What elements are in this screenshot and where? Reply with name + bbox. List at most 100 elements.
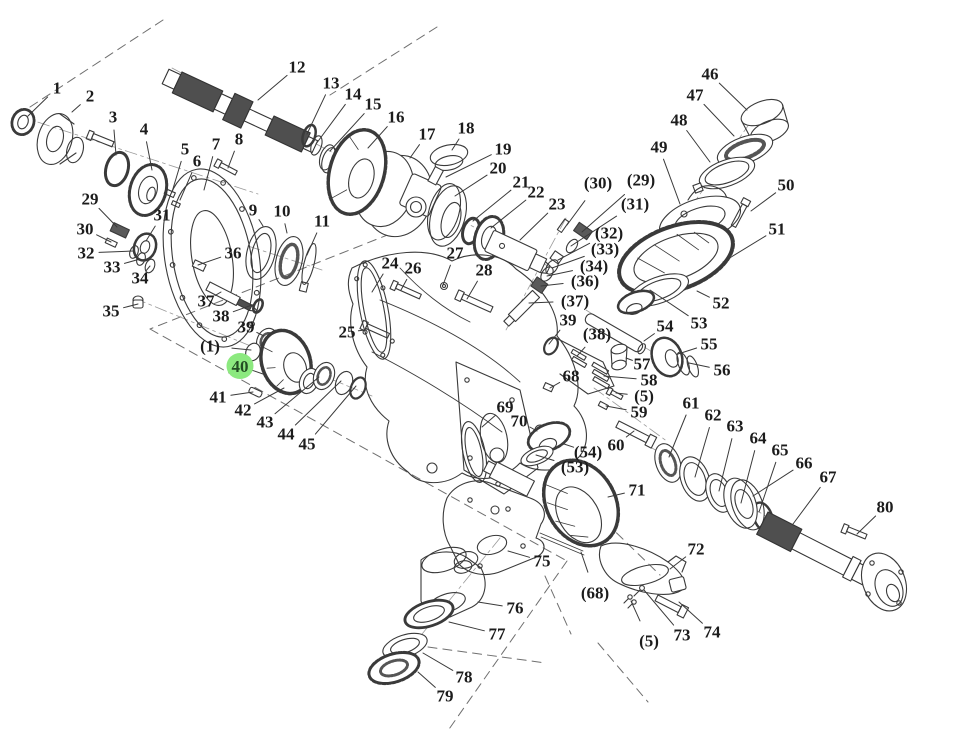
part-label-16[interactable]: 16 bbox=[387, 107, 405, 127]
part-label-78[interactable]: 78 bbox=[455, 667, 473, 687]
part-label-11[interactable]: 11 bbox=[313, 211, 331, 231]
part-label-54-ref[interactable]: (54) bbox=[573, 442, 603, 462]
part-label-46[interactable]: 46 bbox=[701, 64, 719, 84]
part-label-9[interactable]: 9 bbox=[248, 200, 258, 220]
part-label-39[interactable]: 39 bbox=[559, 310, 577, 330]
part-label-34-ref[interactable]: (34) bbox=[579, 256, 609, 276]
part-label-65[interactable]: 65 bbox=[771, 440, 789, 460]
part-label-43[interactable]: 43 bbox=[256, 412, 274, 432]
part-label-71[interactable]: 71 bbox=[628, 480, 646, 500]
part-label-4[interactable]: 4 bbox=[139, 119, 149, 139]
part-label-27[interactable]: 27 bbox=[446, 243, 464, 263]
part-label-20[interactable]: 20 bbox=[489, 158, 507, 178]
part-label-39[interactable]: 39 bbox=[237, 317, 255, 337]
leader-line-39 bbox=[256, 331, 265, 337]
part-label-63[interactable]: 63 bbox=[726, 416, 744, 436]
part-label-7[interactable]: 7 bbox=[211, 134, 221, 154]
part-label-68-ref[interactable]: (68) bbox=[580, 583, 610, 603]
part-label-32[interactable]: 32 bbox=[77, 243, 95, 263]
part-label-37[interactable]: 37 bbox=[197, 291, 215, 311]
part-label-76[interactable]: 76 bbox=[506, 598, 524, 618]
part-label-80[interactable]: 80 bbox=[876, 497, 894, 517]
part-label-38-ref[interactable]: (38) bbox=[582, 324, 612, 344]
part-label-8[interactable]: 8 bbox=[234, 129, 244, 149]
part-label-35[interactable]: 35 bbox=[102, 301, 120, 321]
part-label-14[interactable]: 14 bbox=[344, 84, 362, 104]
part-label-61[interactable]: 61 bbox=[682, 393, 700, 413]
part-label-54[interactable]: 54 bbox=[656, 316, 674, 336]
part-label-72[interactable]: 72 bbox=[687, 539, 705, 559]
part-label-21[interactable]: 21 bbox=[512, 172, 530, 192]
part-label-18[interactable]: 18 bbox=[457, 118, 475, 138]
part-label-31-ref[interactable]: (31) bbox=[620, 194, 650, 214]
part-label-70[interactable]: 70 bbox=[510, 411, 528, 431]
part-label-53-ref[interactable]: (53) bbox=[560, 457, 590, 477]
leader-line-1 bbox=[231, 347, 252, 351]
part-label-13[interactable]: 13 bbox=[322, 73, 340, 93]
part-label-59[interactable]: 59 bbox=[630, 402, 648, 422]
part-label-62[interactable]: 62 bbox=[704, 405, 722, 425]
part-label-41[interactable]: 41 bbox=[209, 387, 227, 407]
part-label-25[interactable]: 25 bbox=[338, 322, 356, 342]
part-label-42[interactable]: 42 bbox=[234, 400, 252, 420]
part-label-32-ref[interactable]: (32) bbox=[594, 223, 624, 243]
part-label-52[interactable]: 52 bbox=[712, 293, 730, 313]
part-label-40[interactable]: 40 bbox=[226, 353, 254, 379]
part-label-57[interactable]: 57 bbox=[633, 354, 651, 374]
part-label-49[interactable]: 49 bbox=[650, 137, 668, 157]
part-label-5-ref[interactable]: (5) bbox=[634, 386, 654, 406]
part-label-3[interactable]: 3 bbox=[108, 107, 118, 127]
part-label-28[interactable]: 28 bbox=[475, 260, 493, 280]
part-74-bolt-drawing bbox=[654, 594, 690, 619]
part-label-55[interactable]: 55 bbox=[700, 334, 718, 354]
part-label-64[interactable]: 64 bbox=[749, 428, 767, 448]
part-label-37-ref[interactable]: (37) bbox=[560, 291, 590, 311]
part-label-56[interactable]: 56 bbox=[713, 360, 731, 380]
part-label-26[interactable]: 26 bbox=[404, 258, 422, 278]
part-label-50[interactable]: 50 bbox=[777, 175, 795, 195]
part-label-33[interactable]: 33 bbox=[103, 257, 121, 277]
part-label-44[interactable]: 44 bbox=[277, 424, 295, 444]
part-label-73[interactable]: 73 bbox=[673, 625, 691, 645]
part-label-5[interactable]: 5 bbox=[180, 139, 190, 159]
part-label-30-ref[interactable]: (30) bbox=[583, 173, 613, 193]
part-label-58[interactable]: 58 bbox=[640, 370, 658, 390]
part-label-74[interactable]: 74 bbox=[703, 622, 721, 642]
part-label-17[interactable]: 17 bbox=[418, 124, 436, 144]
part-label-1-ref[interactable]: (1) bbox=[200, 336, 220, 356]
part-label-34[interactable]: 34 bbox=[131, 268, 149, 288]
part-label-68[interactable]: 68 bbox=[562, 366, 580, 386]
part-label-10[interactable]: 10 bbox=[273, 201, 291, 221]
part-label-38[interactable]: 38 bbox=[212, 306, 230, 326]
part-label-19[interactable]: 19 bbox=[494, 139, 512, 159]
part-label-31[interactable]: 31 bbox=[153, 205, 171, 225]
part-label-67[interactable]: 67 bbox=[819, 467, 837, 487]
part-label-1[interactable]: 1 bbox=[52, 78, 62, 98]
part-label-45[interactable]: 45 bbox=[298, 434, 316, 454]
leader-line-54 bbox=[563, 443, 575, 448]
part-label-75[interactable]: 75 bbox=[533, 551, 551, 571]
part-label-2[interactable]: 2 bbox=[85, 86, 95, 106]
part-label-22[interactable]: 22 bbox=[527, 182, 545, 202]
part-label-77[interactable]: 77 bbox=[488, 624, 506, 644]
part-label-6[interactable]: 6 bbox=[192, 151, 202, 171]
part-label-30[interactable]: 30 bbox=[76, 219, 94, 239]
part-label-47[interactable]: 47 bbox=[686, 85, 704, 105]
part-label-36[interactable]: 36 bbox=[224, 243, 242, 263]
part-label-53[interactable]: 53 bbox=[690, 313, 708, 333]
part-label-51[interactable]: 51 bbox=[768, 219, 786, 239]
part-label-48[interactable]: 48 bbox=[670, 110, 688, 130]
part-label-33-ref[interactable]: (33) bbox=[590, 239, 620, 259]
part-label-29-ref[interactable]: (29) bbox=[626, 170, 656, 190]
part-label-60[interactable]: 60 bbox=[607, 435, 625, 455]
part-label-15[interactable]: 15 bbox=[364, 94, 382, 114]
part-label-5-ref[interactable]: (5) bbox=[639, 631, 659, 651]
part-label-36-ref[interactable]: (36) bbox=[570, 271, 600, 291]
part-label-79[interactable]: 79 bbox=[436, 686, 454, 706]
part-label-24[interactable]: 24 bbox=[381, 253, 399, 273]
part-label-23[interactable]: 23 bbox=[548, 194, 566, 214]
part-label-29[interactable]: 29 bbox=[81, 189, 99, 209]
part-label-69[interactable]: 69 bbox=[496, 397, 514, 417]
part-label-66[interactable]: 66 bbox=[795, 453, 813, 473]
part-label-12[interactable]: 12 bbox=[288, 57, 306, 77]
